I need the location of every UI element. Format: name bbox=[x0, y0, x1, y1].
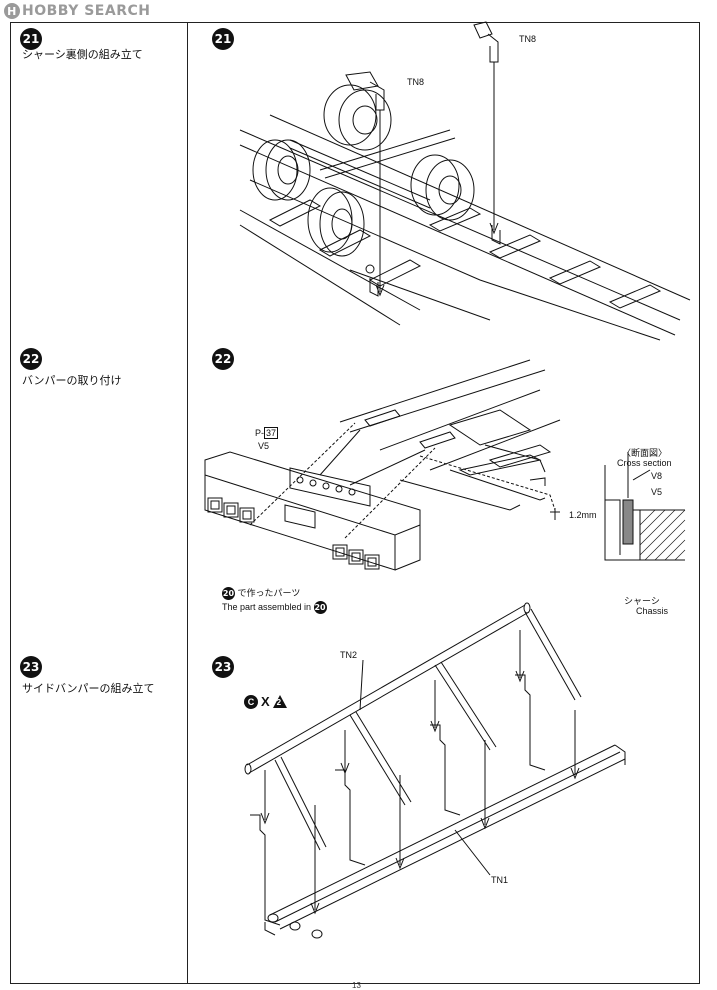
step-22-number-left: 22 bbox=[20, 348, 42, 370]
step-23-title: サイドバンパーの組み立て bbox=[22, 682, 155, 695]
column-divider bbox=[187, 22, 188, 984]
v5-label: V5 bbox=[258, 441, 270, 451]
tn8-label-a: TN8 bbox=[407, 77, 425, 87]
part-p-label: P-37 bbox=[255, 427, 279, 439]
diagram-21-chassis-underside bbox=[230, 20, 690, 340]
logo-mark: H bbox=[4, 3, 20, 19]
diagram-22-bumper-install bbox=[200, 360, 700, 600]
made-in-step-badge: 20 bbox=[222, 587, 235, 601]
dimension-label: 1.2mm bbox=[569, 510, 597, 520]
chassis-en-label: Chassis bbox=[636, 606, 669, 616]
made-in-en-label: The part assembled in 20 bbox=[222, 601, 327, 614]
cross-v5-label: V5 bbox=[651, 487, 663, 497]
symbol-row: C X 2 bbox=[244, 694, 287, 709]
cross-v8-label: V8 bbox=[651, 471, 663, 481]
step-21-number-left: 21 bbox=[20, 28, 42, 50]
logo-text: HOBBY SEARCH bbox=[22, 3, 151, 19]
hobby-search-logo: H HOBBY SEARCH bbox=[4, 3, 150, 19]
symbol-x: X bbox=[261, 694, 270, 709]
made-in-jp-text: で作ったパーツ bbox=[237, 588, 301, 598]
triangle-icon: 2 bbox=[272, 695, 287, 708]
page-frame bbox=[10, 22, 700, 984]
made-in-en-text: The part assembled in bbox=[222, 601, 312, 612]
made-in-jp-label: 20 で作ったパーツ bbox=[222, 586, 301, 601]
tn2-label: TN2 bbox=[340, 650, 358, 660]
step-23-number-left: 23 bbox=[20, 656, 42, 678]
page-number: 13 bbox=[352, 981, 361, 990]
tn8-label-b: TN8 bbox=[519, 34, 537, 44]
step-23-number-diagram: 23 bbox=[212, 656, 234, 678]
step-21-title: シャーシ裏側の組み立て bbox=[22, 48, 143, 61]
diagram-23-side-bumper bbox=[235, 600, 635, 950]
made-in-en-step-badge: 20 bbox=[313, 601, 327, 614]
part-p-letter: P bbox=[255, 428, 262, 438]
step-21-number-diagram: 21 bbox=[212, 28, 234, 50]
step-22-title: バンパーの取り付け bbox=[22, 374, 122, 387]
tn1-label: TN1 bbox=[491, 875, 509, 885]
cross-section-en: Cross section bbox=[617, 458, 672, 468]
part-p-number: 37 bbox=[264, 427, 279, 439]
cross-section-jp: 〈断面図〉 bbox=[622, 448, 668, 458]
symbol-c-badge: C bbox=[244, 694, 258, 709]
symbol-num: 2 bbox=[276, 698, 282, 707]
step-22-number-diagram: 22 bbox=[212, 348, 234, 370]
chassis-jp-label: シャーシ bbox=[624, 596, 660, 606]
